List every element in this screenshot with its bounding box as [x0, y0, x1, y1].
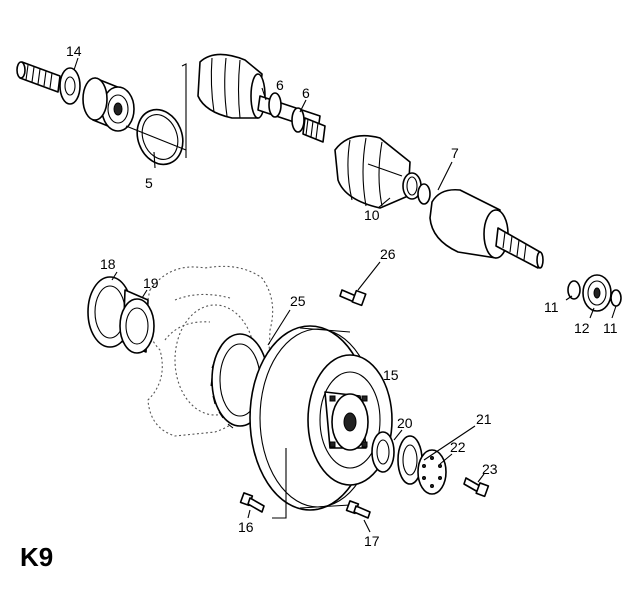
callout-23: 23 [482, 461, 498, 477]
driveshaft-inner-end [16, 61, 81, 105]
cv-boot-outer [197, 53, 266, 119]
seal-12 [582, 274, 612, 312]
cv-joint-housing-7 [429, 188, 544, 269]
callout-16: 16 [238, 519, 254, 535]
cv-boot-inner [334, 134, 411, 209]
callout-21: 21 [476, 411, 492, 427]
bolt-23 [463, 477, 490, 498]
callout-17: 17 [364, 533, 380, 549]
clamp-ring-5 [125, 108, 187, 166]
shaft-with-collars [257, 92, 326, 143]
callout-labels: 14 6 6 5 7 10 18 19 26 25 11 12 11 15 20… [66, 43, 618, 549]
callout-11-left: 11 [544, 299, 559, 315]
cap-22 [417, 449, 447, 495]
leader-lines [73, 57, 617, 533]
callout-18: 18 [100, 256, 116, 272]
snap-ring-11-right [610, 289, 622, 307]
bearing-seal-inner [82, 77, 135, 132]
callout-20: 20 [397, 415, 413, 431]
bolt-26 [339, 289, 367, 307]
callout-6-left: 6 [276, 77, 284, 93]
callout-11-right: 11 [603, 320, 618, 336]
callout-12: 12 [574, 320, 590, 336]
bearing-19 [119, 289, 155, 354]
assembly-axis-line [181, 63, 187, 158]
callout-7: 7 [451, 145, 459, 161]
callout-22: 22 [450, 439, 466, 455]
callout-10: 10 [364, 207, 380, 223]
callout-14: 14 [66, 43, 82, 59]
bolt-17 [345, 500, 371, 519]
callout-15: 15 [383, 367, 399, 383]
bolt-16 [239, 492, 265, 513]
circlip-10 [402, 172, 431, 205]
callout-5: 5 [145, 175, 153, 191]
callout-25: 25 [290, 293, 306, 309]
wheel-hub [324, 391, 369, 451]
callout-6-right: 6 [302, 85, 310, 101]
bearing-20 [371, 431, 395, 473]
hub-axis-line [272, 448, 287, 519]
plate-label: K9 [20, 542, 53, 572]
callout-26: 26 [380, 246, 396, 262]
brake-disc-15 [249, 325, 393, 511]
snap-ring-11-left [567, 280, 581, 300]
callout-19: 19 [143, 275, 159, 291]
